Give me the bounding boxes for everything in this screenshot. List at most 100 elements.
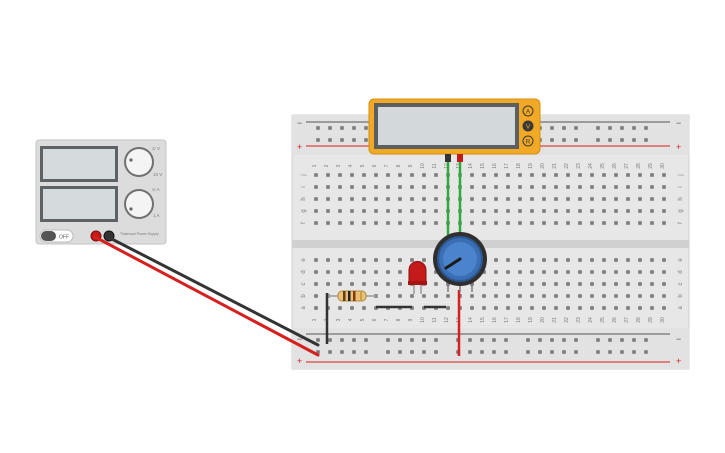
terminal-hole[interactable]: [578, 282, 582, 286]
terminal-hole[interactable]: [338, 258, 342, 262]
terminal-hole[interactable]: [650, 282, 654, 286]
rail-hole[interactable]: [550, 138, 554, 142]
terminal-hole[interactable]: [590, 306, 594, 310]
current-knob[interactable]: [124, 189, 154, 219]
rail-hole[interactable]: [340, 338, 344, 342]
terminal-hole[interactable]: [614, 173, 618, 177]
terminal-hole[interactable]: [518, 197, 522, 201]
rail-hole[interactable]: [644, 338, 648, 342]
rail-hole[interactable]: [574, 350, 578, 354]
terminal-hole[interactable]: [554, 258, 558, 262]
terminal-hole[interactable]: [494, 185, 498, 189]
terminal-hole[interactable]: [482, 306, 486, 310]
rail-hole[interactable]: [504, 350, 508, 354]
rail-hole[interactable]: [632, 350, 636, 354]
terminal-hole[interactable]: [434, 282, 438, 286]
terminal-hole[interactable]: [350, 197, 354, 201]
terminal-hole[interactable]: [626, 185, 630, 189]
terminal-hole[interactable]: [386, 294, 390, 298]
terminal-hole[interactable]: [350, 270, 354, 274]
rail-hole[interactable]: [562, 350, 566, 354]
terminal-hole[interactable]: [602, 258, 606, 262]
terminal-hole[interactable]: [662, 209, 666, 213]
rail-hole[interactable]: [620, 338, 624, 342]
terminal-hole[interactable]: [494, 258, 498, 262]
rail-hole[interactable]: [574, 126, 578, 130]
rail-hole[interactable]: [328, 350, 332, 354]
rail-hole[interactable]: [492, 350, 496, 354]
terminal-hole[interactable]: [662, 258, 666, 262]
terminal-hole[interactable]: [386, 221, 390, 225]
terminal-hole[interactable]: [506, 221, 510, 225]
rail-hole[interactable]: [340, 350, 344, 354]
terminal-hole[interactable]: [602, 185, 606, 189]
multimeter[interactable]: A V R: [368, 98, 541, 162]
rail-hole[interactable]: [316, 126, 320, 130]
terminal-hole[interactable]: [506, 270, 510, 274]
terminal-hole[interactable]: [362, 173, 366, 177]
rail-hole[interactable]: [434, 338, 438, 342]
terminal-hole[interactable]: [506, 294, 510, 298]
rail-hole[interactable]: [468, 350, 472, 354]
terminal-hole[interactable]: [518, 209, 522, 213]
terminal-hole[interactable]: [566, 294, 570, 298]
terminal-hole[interactable]: [554, 294, 558, 298]
terminal-hole[interactable]: [350, 185, 354, 189]
terminal-hole[interactable]: [362, 258, 366, 262]
resistor[interactable]: [328, 290, 378, 302]
terminal-hole[interactable]: [626, 258, 630, 262]
terminal-hole[interactable]: [650, 209, 654, 213]
terminal-hole[interactable]: [662, 185, 666, 189]
terminal-hole[interactable]: [506, 185, 510, 189]
terminal-hole[interactable]: [434, 270, 438, 274]
terminal-hole[interactable]: [554, 221, 558, 225]
rail-hole[interactable]: [504, 338, 508, 342]
terminal-hole[interactable]: [338, 209, 342, 213]
terminal-hole[interactable]: [326, 209, 330, 213]
terminal-hole[interactable]: [530, 258, 534, 262]
terminal-hole[interactable]: [518, 294, 522, 298]
terminal-hole[interactable]: [590, 282, 594, 286]
terminal-hole[interactable]: [314, 197, 318, 201]
terminal-hole[interactable]: [386, 185, 390, 189]
terminal-hole[interactable]: [542, 185, 546, 189]
terminal-hole[interactable]: [626, 270, 630, 274]
terminal-hole[interactable]: [434, 185, 438, 189]
terminal-hole[interactable]: [626, 282, 630, 286]
terminal-hole[interactable]: [314, 258, 318, 262]
terminal-hole[interactable]: [350, 209, 354, 213]
terminal-hole[interactable]: [650, 197, 654, 201]
terminal-hole[interactable]: [410, 185, 414, 189]
terminal-hole[interactable]: [638, 209, 642, 213]
terminal-hole[interactable]: [470, 173, 474, 177]
terminal-hole[interactable]: [434, 221, 438, 225]
terminal-hole[interactable]: [362, 221, 366, 225]
terminal-hole[interactable]: [650, 306, 654, 310]
terminal-hole[interactable]: [338, 282, 342, 286]
rail-hole[interactable]: [644, 138, 648, 142]
terminal-hole[interactable]: [530, 221, 534, 225]
rail-hole[interactable]: [364, 350, 368, 354]
terminal-hole[interactable]: [542, 209, 546, 213]
terminal-hole[interactable]: [326, 258, 330, 262]
terminal-hole[interactable]: [662, 306, 666, 310]
terminal-hole[interactable]: [554, 197, 558, 201]
terminal-hole[interactable]: [566, 197, 570, 201]
terminal-hole[interactable]: [614, 258, 618, 262]
terminal-hole[interactable]: [626, 209, 630, 213]
terminal-hole[interactable]: [530, 209, 534, 213]
terminal-hole[interactable]: [434, 294, 438, 298]
rail-hole[interactable]: [352, 138, 356, 142]
terminal-hole[interactable]: [470, 294, 474, 298]
terminal-hole[interactable]: [578, 197, 582, 201]
terminal-hole[interactable]: [662, 173, 666, 177]
rail-hole[interactable]: [364, 138, 368, 142]
probe-black[interactable]: [445, 154, 451, 162]
terminal-hole[interactable]: [602, 270, 606, 274]
terminal-hole[interactable]: [386, 197, 390, 201]
rail-hole[interactable]: [340, 126, 344, 130]
terminal-hole[interactable]: [494, 282, 498, 286]
terminal-hole[interactable]: [434, 173, 438, 177]
terminal-hole[interactable]: [506, 173, 510, 177]
terminal-hole[interactable]: [554, 185, 558, 189]
